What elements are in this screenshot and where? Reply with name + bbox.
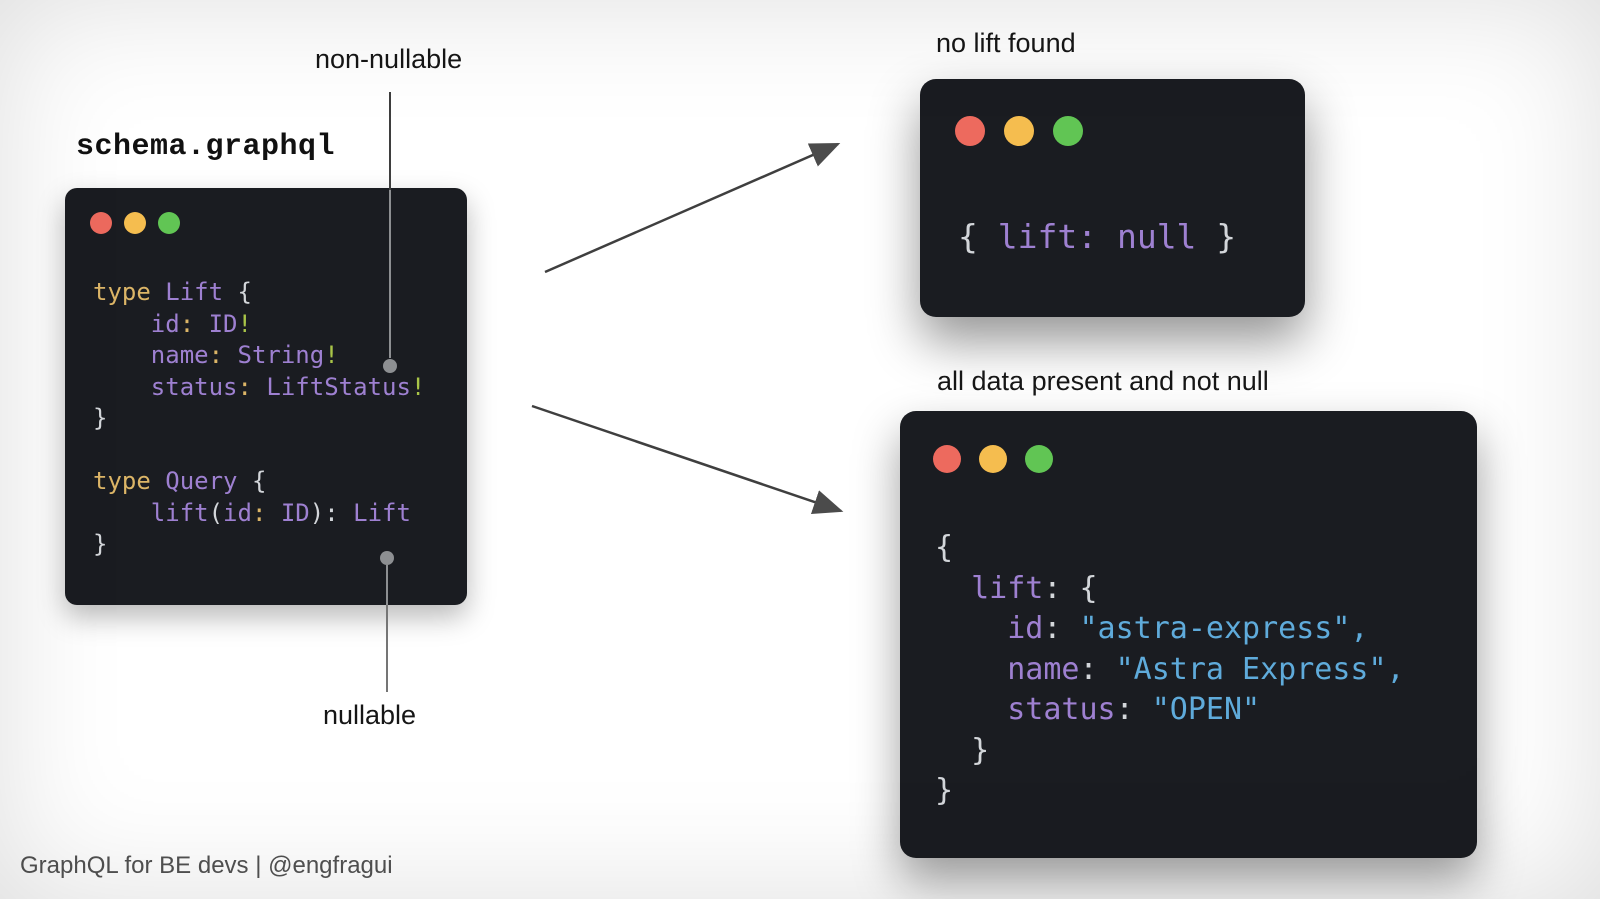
arrow-to-null-result-icon — [544, 142, 841, 274]
traffic-light-green-icon — [158, 212, 180, 234]
traffic-lights — [955, 116, 1083, 146]
traffic-light-red-icon — [90, 212, 112, 234]
label-all-data-present: all data present and not null — [937, 366, 1269, 396]
traffic-lights — [933, 445, 1053, 473]
traffic-light-yellow-icon — [979, 445, 1007, 473]
null-result-code: { lift: null } — [958, 217, 1237, 256]
full-result-window: { lift: { id: "astra-express", name: "As… — [900, 411, 1477, 858]
schema-file-title: schema.graphql — [76, 130, 336, 164]
arrow-to-full-result-icon — [531, 404, 844, 514]
annotation-non-nullable: non-nullable — [315, 44, 463, 74]
traffic-light-yellow-icon — [1004, 116, 1034, 146]
traffic-light-yellow-icon — [124, 212, 146, 234]
annotation-nullable: nullable — [323, 700, 417, 730]
footer-credit: GraphQL for BE devs | @engfragui — [20, 852, 393, 879]
traffic-light-red-icon — [933, 445, 961, 473]
schema-code: type Lift { id: ID! name: String! status… — [93, 278, 426, 558]
traffic-light-green-icon — [1025, 445, 1053, 473]
full-result-code: { lift: { id: "astra-express", name: "As… — [935, 530, 1405, 808]
traffic-lights — [90, 212, 180, 234]
schema-code-window: type Lift { id: ID! name: String! status… — [65, 188, 467, 605]
label-no-lift-found: no lift found — [936, 28, 1076, 58]
traffic-light-green-icon — [1053, 116, 1083, 146]
null-result-window: { lift: null } — [920, 79, 1305, 317]
traffic-light-red-icon — [955, 116, 985, 146]
